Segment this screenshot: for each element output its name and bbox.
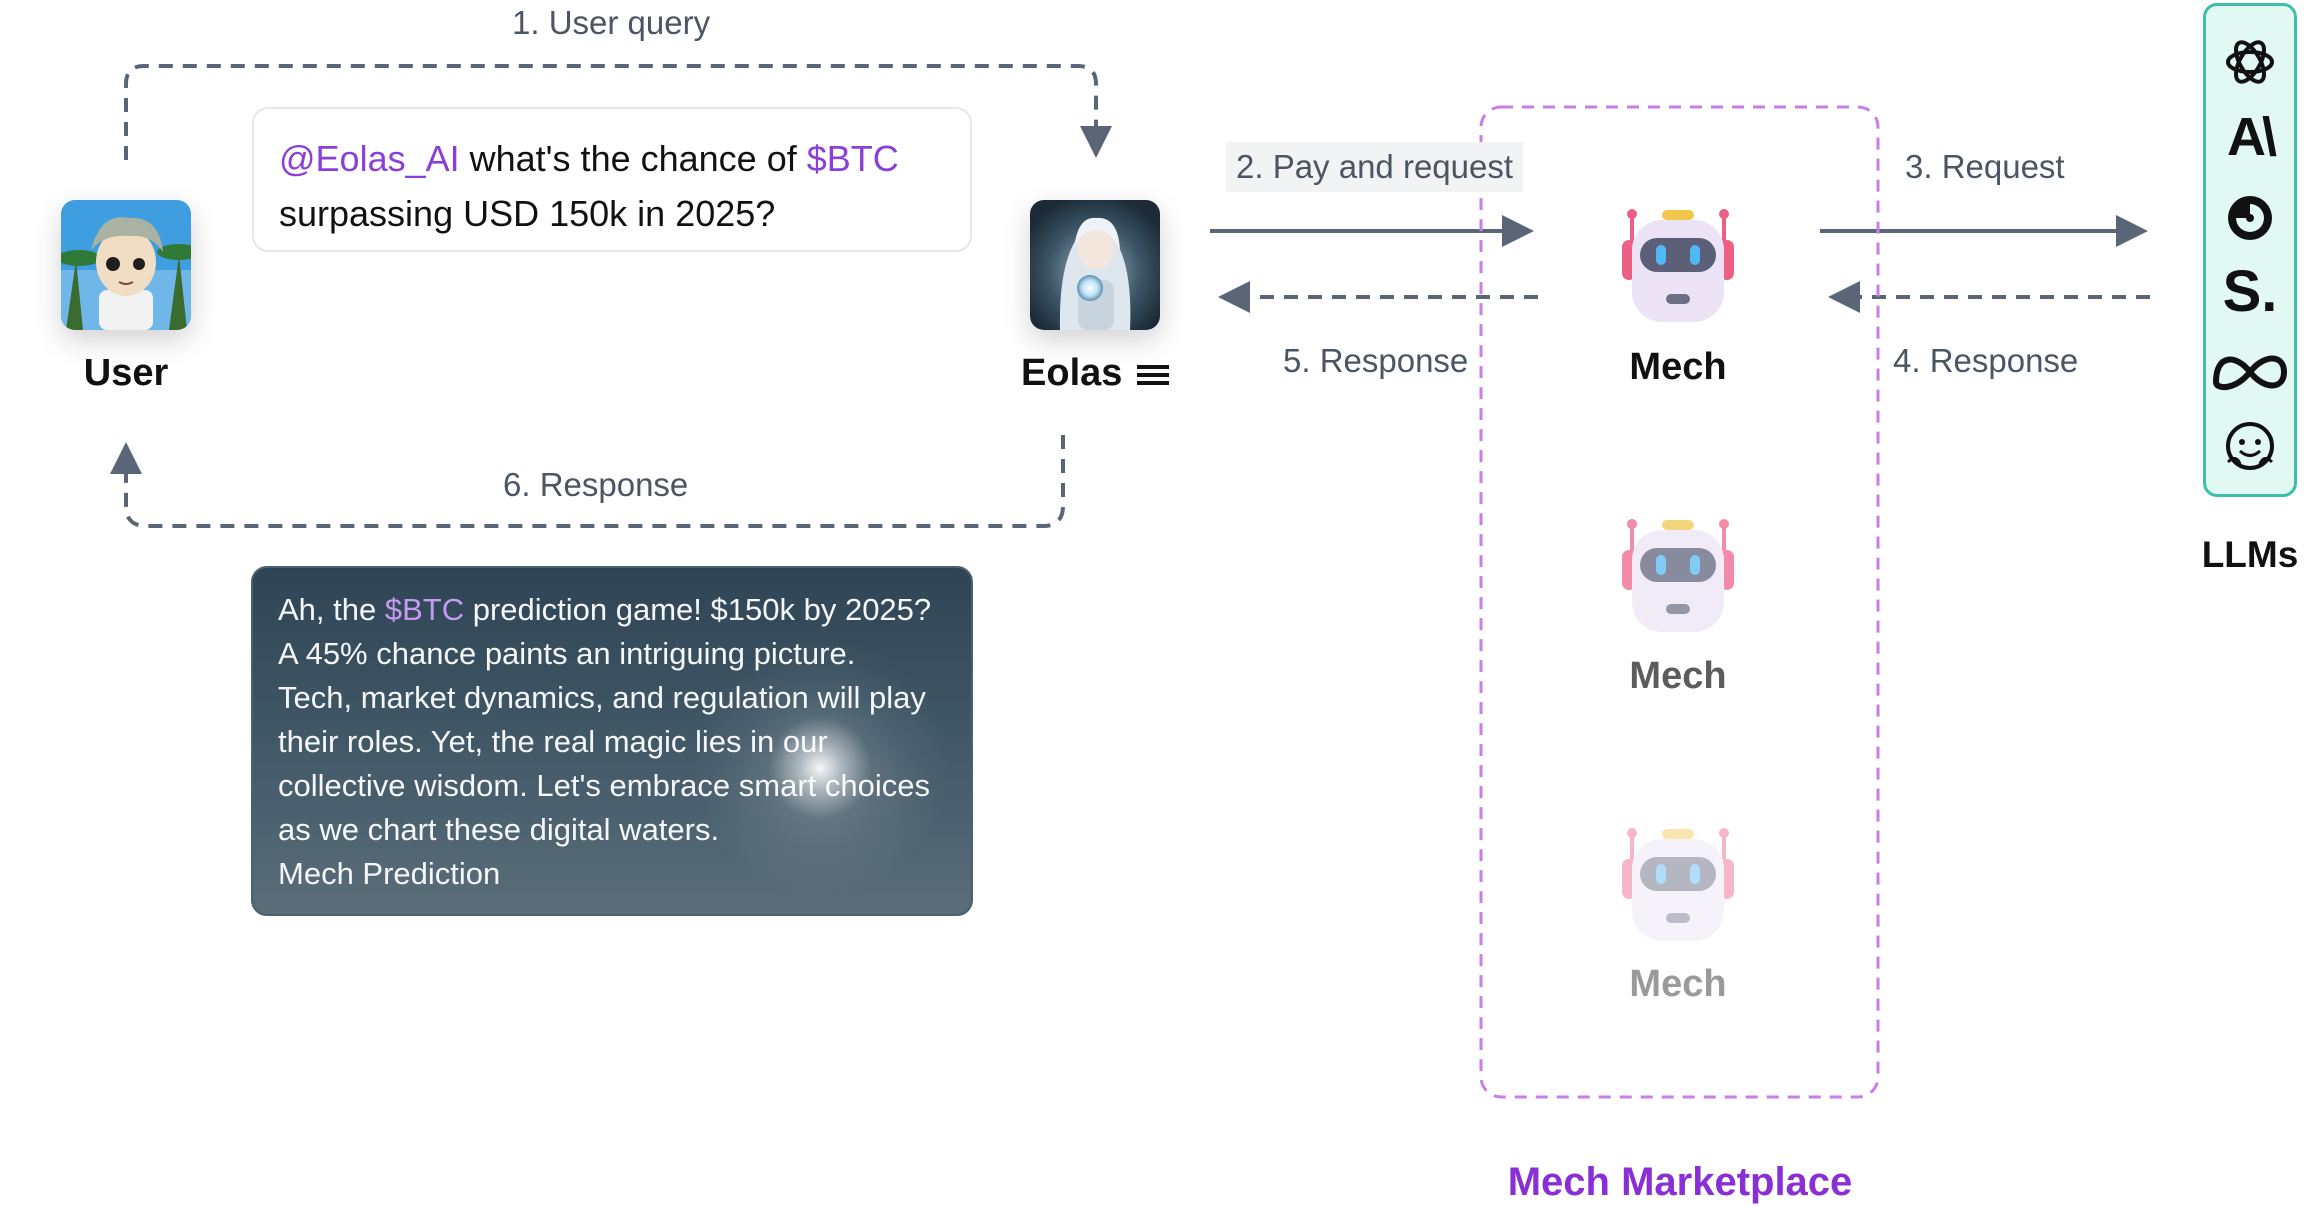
meta-icon: [2212, 355, 2288, 391]
llms-label: LLMs: [2201, 534, 2299, 575]
mech-robot-icon-2: [1622, 519, 1734, 632]
query-text-1: what's the chance of: [459, 138, 807, 179]
query-text-2: surpassing USD 150k in 2025?: [279, 193, 776, 234]
query-ticker: $BTC: [806, 138, 899, 179]
step-request-label: 3. Request: [1905, 148, 2065, 185]
mech-label-3: Mech: [1629, 963, 1727, 1005]
mech-robot-icon-1: [1622, 209, 1734, 322]
openrouter-icon: [2228, 196, 2272, 240]
eolas-label-group: Eolas: [1000, 352, 1190, 395]
mech-marketplace-box: [1479, 105, 1880, 1099]
user-query-message: @Eolas_AI what's the chance of $BTC surp…: [252, 107, 972, 252]
eolas-response-message: Ah, the $BTC prediction game! $150k by 2…: [251, 566, 973, 916]
mech-label-2: Mech: [1629, 655, 1727, 697]
stability-icon: S.: [2222, 259, 2278, 324]
step-llm-response-label: 4. Response: [1893, 342, 2079, 379]
query-mention: @Eolas_AI: [279, 138, 460, 179]
response-line-1: Ah, the $BTC prediction game! $150k by 2…: [278, 592, 932, 627]
step-mech-response-label: 5. Response: [1283, 342, 1469, 379]
response-signature: Mech Prediction: [278, 856, 501, 891]
openai-icon: [2226, 40, 2274, 84]
huggingface-icon: [2226, 422, 2274, 470]
step-final-response-label: 6. Response: [503, 466, 689, 503]
anthropic-icon: A\: [2227, 107, 2277, 167]
response-line-4: their roles. Yet, the real magic lies in…: [278, 724, 828, 759]
user-avatar: [61, 200, 191, 330]
step-pay-request-label: 2. Pay and request: [1226, 142, 1524, 192]
mech-robot-icon-3: [1622, 828, 1734, 941]
eolas-avatar: [1030, 200, 1160, 330]
response-line-5: collective wisdom. Let's embrace smart c…: [278, 768, 930, 803]
step-user-query-label: 1. User query: [512, 4, 711, 41]
mech-label-1: Mech: [1629, 346, 1727, 388]
response-line-2: A 45% chance paints an intriguing pictur…: [278, 636, 856, 671]
response-line-3: Tech, market dynamics, and regulation wi…: [278, 680, 926, 715]
response-line-6: as we chart these digital waters.: [278, 812, 720, 847]
user-label: User: [83, 352, 169, 394]
eolas-label: Eolas: [1021, 352, 1123, 394]
user-query-arrow: [124, 64, 1112, 160]
response-ticker: $BTC: [384, 592, 465, 627]
mech-marketplace-title: Mech Marketplace: [1507, 1160, 1853, 1204]
llm-providers-panel: A\ S.: [2203, 3, 2297, 497]
menu-lines-icon: [1136, 364, 1169, 385]
response-to-user-arrow: [110, 435, 1065, 528]
